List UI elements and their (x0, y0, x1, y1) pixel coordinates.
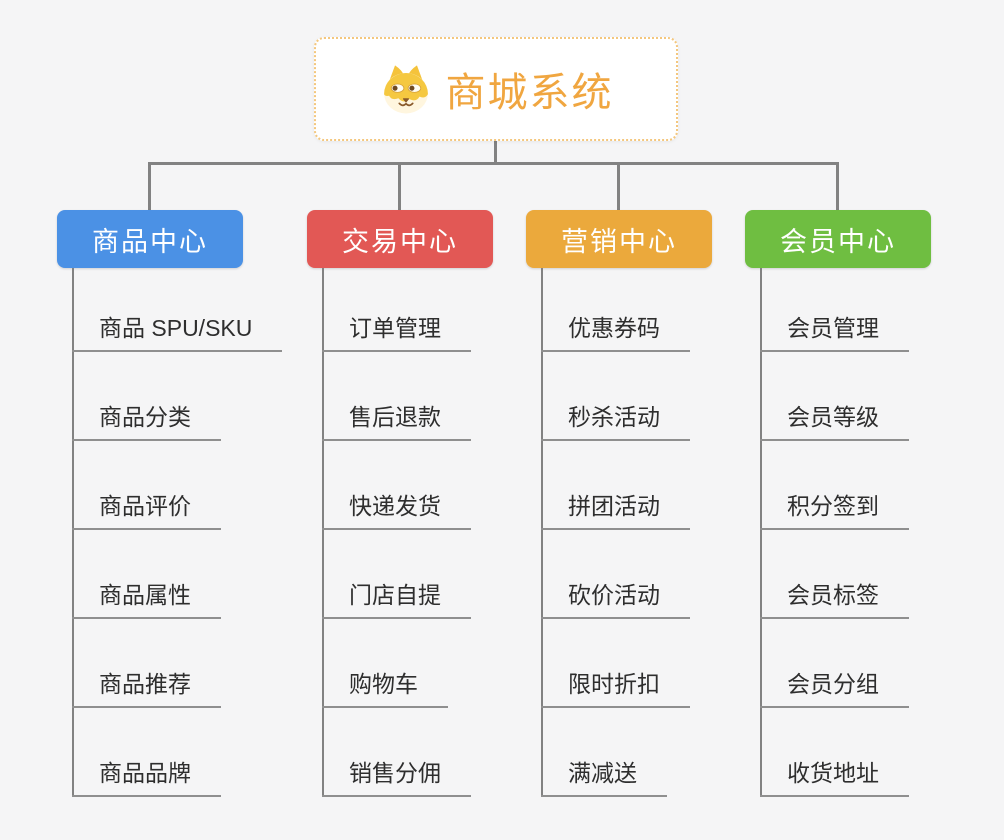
leaf-node[interactable]: 会员等级 (760, 398, 909, 441)
connector-root-stub (494, 141, 497, 163)
connector-drop-line (148, 162, 151, 211)
leaf-slot: 购物车 (322, 619, 471, 708)
leaf-node[interactable]: 拼团活动 (541, 487, 690, 530)
branch-header[interactable]: 商品中心 (57, 210, 243, 268)
leaf-slot: 快递发货 (322, 441, 471, 530)
leaf-node[interactable]: 满减送 (541, 754, 667, 797)
leaf-slot: 销售分佣 (322, 708, 471, 797)
leaf-slot: 商品 SPU/SKU (72, 268, 283, 352)
root-node-title: 商城系统 (445, 71, 614, 115)
leaf-slot: 满减送 (541, 708, 690, 797)
leaf-slot: 商品推荐 (72, 619, 282, 708)
leaf-node[interactable]: 商品分类 (72, 398, 221, 441)
leaf-node[interactable]: 会员管理 (760, 309, 909, 352)
leaf-node[interactable]: 商品 SPU/SKU (72, 309, 283, 352)
leaf-slot: 会员分组 (760, 619, 909, 708)
leaf-node[interactable]: 购物车 (322, 665, 448, 708)
leaf-slot: 积分签到 (760, 441, 909, 530)
leaf-list: 优惠券码 秒杀活动 拼团活动 砍价活动 限时折扣 满减送 (541, 268, 690, 797)
dog-face-icon (383, 65, 428, 114)
leaf-slot: 订单管理 (322, 268, 471, 352)
leaf-node[interactable]: 商品评价 (72, 487, 221, 530)
connector-drop-line (398, 162, 401, 211)
leaf-slot: 会员标签 (760, 530, 909, 619)
leaf-node[interactable]: 售后退款 (322, 398, 471, 441)
leaf-slot: 收货地址 (760, 708, 909, 797)
connector-drop-line (836, 162, 839, 211)
branch-header[interactable]: 交易中心 (307, 210, 493, 268)
root-node[interactable]: 商城系统 (314, 37, 678, 141)
leaf-node[interactable]: 订单管理 (322, 309, 471, 352)
leaf-slot: 优惠券码 (541, 268, 690, 352)
leaf-list: 会员管理 会员等级 积分签到 会员标签 会员分组 收货地址 (760, 268, 909, 797)
leaf-list: 商品 SPU/SKU 商品分类 商品评价 商品属性 商品推荐 商品品牌 (72, 268, 283, 797)
connector-trunk-line (72, 268, 74, 797)
leaf-node[interactable]: 商品推荐 (72, 665, 221, 708)
leaf-slot: 商品分类 (72, 352, 282, 441)
connector-trunk-line (322, 268, 324, 797)
leaf-slot: 限时折扣 (541, 619, 690, 708)
leaf-slot: 会员等级 (760, 352, 909, 441)
leaf-node[interactable]: 商品品牌 (72, 754, 221, 797)
leaf-node[interactable]: 快递发货 (322, 487, 471, 530)
connector-trunk-line (541, 268, 543, 797)
leaf-node[interactable]: 积分签到 (760, 487, 909, 530)
connector-bus-line (148, 162, 839, 165)
leaf-node[interactable]: 收货地址 (760, 754, 909, 797)
connector-drop-line (617, 162, 620, 211)
branch-header[interactable]: 会员中心 (745, 210, 931, 268)
leaf-node[interactable]: 限时折扣 (541, 665, 690, 708)
leaf-slot: 会员管理 (760, 268, 909, 352)
leaf-slot: 砍价活动 (541, 530, 690, 619)
leaf-node[interactable]: 商品属性 (72, 576, 221, 619)
leaf-node[interactable]: 销售分佣 (322, 754, 471, 797)
leaf-slot: 商品评价 (72, 441, 282, 530)
leaf-slot: 秒杀活动 (541, 352, 690, 441)
leaf-slot: 拼团活动 (541, 441, 690, 530)
leaf-node[interactable]: 砍价活动 (541, 576, 690, 619)
leaf-list: 订单管理 售后退款 快递发货 门店自提 购物车 销售分佣 (322, 268, 471, 797)
branch-header[interactable]: 营销中心 (526, 210, 712, 268)
connector-trunk-line (760, 268, 762, 797)
leaf-slot: 门店自提 (322, 530, 471, 619)
leaf-node[interactable]: 门店自提 (322, 576, 471, 619)
leaf-slot: 商品品牌 (72, 708, 282, 797)
leaf-node[interactable]: 会员标签 (760, 576, 909, 619)
leaf-node[interactable]: 秒杀活动 (541, 398, 690, 441)
leaf-node[interactable]: 优惠券码 (541, 309, 690, 352)
leaf-slot: 售后退款 (322, 352, 471, 441)
leaf-slot: 商品属性 (72, 530, 282, 619)
leaf-node[interactable]: 会员分组 (760, 665, 909, 708)
